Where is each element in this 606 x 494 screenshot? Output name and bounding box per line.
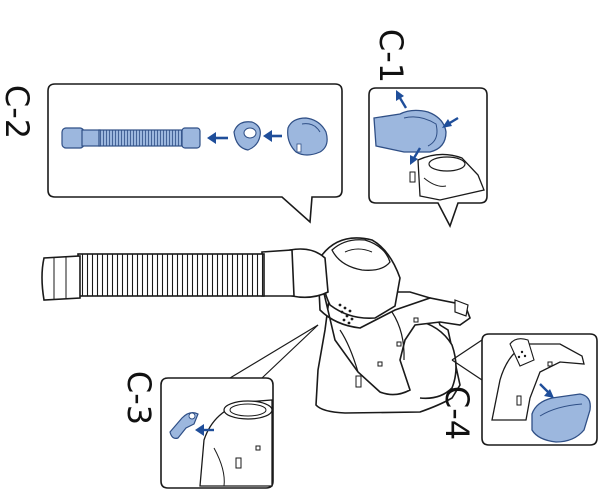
main-device [41,237,471,414]
callout-c3-label: C-3 [120,370,159,426]
callout-c4-pointer [451,339,483,361]
c3-device-screw [255,445,261,451]
c1-blue-cap [373,109,447,153]
device-ridge-line [391,311,405,361]
direction-arrow-icon [539,383,554,398]
direction-arrow-icon [263,130,282,142]
c4-blue-tray [531,393,591,443]
c2-elbow-detail [301,123,321,133]
device-ridge-line [339,329,359,373]
callout-c4 [451,333,598,446]
c4-device-screw [547,361,553,367]
c1-device-opening [428,156,466,172]
callout-c4-label: C-4 [438,385,477,441]
direction-arrow-icon [195,424,214,436]
hose-end-cuff [41,255,81,301]
device-upper-body [317,267,471,396]
callout-c2 [47,83,343,224]
callout-c1-label: C-1 [372,28,411,84]
device-cap [331,239,391,271]
vent-grille [338,303,354,325]
direction-arrow-icon [442,116,459,128]
c2-blue-hose [61,127,201,149]
c1-cap-detail [403,116,438,147]
c1-device-ridge [423,177,447,187]
c3-device-latch [235,457,242,469]
callout-c2-label: C-2 [0,84,37,140]
callout-c4-pointer [451,359,483,381]
hose-cuff [261,249,295,297]
c3-device-opening-inner [229,403,267,417]
direction-arrow-icon [396,90,408,109]
c4-tray-rim [539,403,583,417]
c2-connector-opening [243,127,257,139]
device-latch [355,375,362,388]
callout-c3 [160,324,319,489]
c4-device-latch [516,395,522,406]
device-screw [377,361,383,367]
c1-device-latch [409,171,416,183]
device-tab [454,299,469,317]
device-rear-lobe [414,319,457,400]
callout-c3-pointer [229,324,319,379]
hose-connector [289,248,329,299]
device-cap-swirl [344,248,373,253]
device-screw [396,341,402,347]
direction-arrow-icon [410,147,422,165]
callout-c1 [368,87,488,229]
device-screw [413,317,419,323]
c3-part-hole [188,412,196,420]
callout-c3-pointer [261,324,319,379]
main-hose [77,253,265,297]
c3-device-ridge [213,447,225,487]
callout-c2-bubble [47,83,343,224]
direction-arrow-icon [207,132,228,144]
c2-elbow-clip [296,143,302,153]
